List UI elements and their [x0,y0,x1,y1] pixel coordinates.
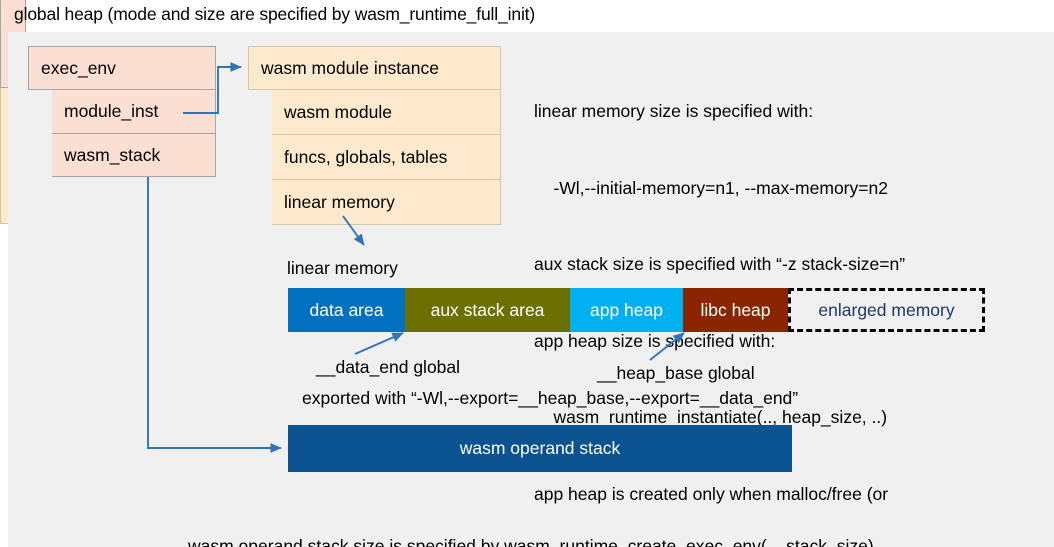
wasm-operand-stack-bar: wasm operand stack [288,425,792,472]
exported-with-annotation: exported with “-Wl,--export=__heap_base,… [302,388,799,408]
wasm-module-instance-header: wasm module instance [248,46,501,90]
heap-base-annotation: __heap_base global [597,363,755,383]
memory-segment-label: aux stack area [430,299,545,320]
memory-segment-label: enlarged memory [818,299,955,320]
funcs-globals-tables-label: funcs, globals, tables [284,146,448,167]
exec-env-field-module-inst: module_inst [52,90,216,134]
note-line: app heap is created only when malloc/fre… [534,483,889,504]
memory-segment-label: data area [309,299,384,320]
memory-segment-enlarged-memory: enlarged memory [788,288,985,332]
memory-segment-libc-heap: libc heap [683,288,788,332]
memory-segment-data-area: data area [288,288,405,332]
wasm-stack-label: wasm_stack [64,144,161,165]
page-title: global heap (mode and size are specified… [14,4,536,24]
linear-memory-bar-label: linear memory [287,258,398,278]
wasm-module-instance-row-wasm-module: wasm module [272,90,501,135]
note-line: wasm_runtime_instantiate(.., heap_size, … [534,407,888,427]
note-line: app heap size is specified with: [534,330,776,351]
exec-env-field-wasm-stack: wasm_stack [52,134,216,177]
memory-segment-label: libc heap [700,299,771,320]
data-end-annotation: __data_end global [316,357,461,377]
note-line: -Wl,--initial-memory=n1, --max-memory=n2 [534,177,888,198]
wasm-module-instance-header-label: wasm module instance [261,57,439,78]
bottom-note-line: wasm operand stack size is specified by … [188,536,874,547]
note-line: aux stack size is specified with “-z sta… [534,254,906,274]
wasm-module-label: wasm module [284,101,392,122]
module-inst-label: module_inst [64,101,159,121]
linear-memory-notes: linear memory size is specified with: -W… [534,48,1046,547]
operand-stack-note: wasm operand stack size is specified by … [188,481,874,547]
wasm-operand-stack-label: wasm operand stack [459,438,621,458]
memory-segment-aux-stack-area: aux stack area [405,288,570,332]
memory-segment-label: app heap [590,299,663,320]
note-line: linear memory size is specified with: [534,101,814,121]
linear-memory-row-label: linear memory [284,191,395,212]
memory-segment-app-heap: app heap [570,288,683,332]
linear-memory-bar: data area aux stack area app heap libc h… [288,288,985,332]
exec-env-header-label: exec_env [41,57,116,78]
exec-env-header: exec_env [28,46,216,90]
wasm-module-instance-row-linear-memory: linear memory [272,180,501,225]
wasm-module-instance-row-funcs-globals-tables: funcs, globals, tables [272,135,501,180]
